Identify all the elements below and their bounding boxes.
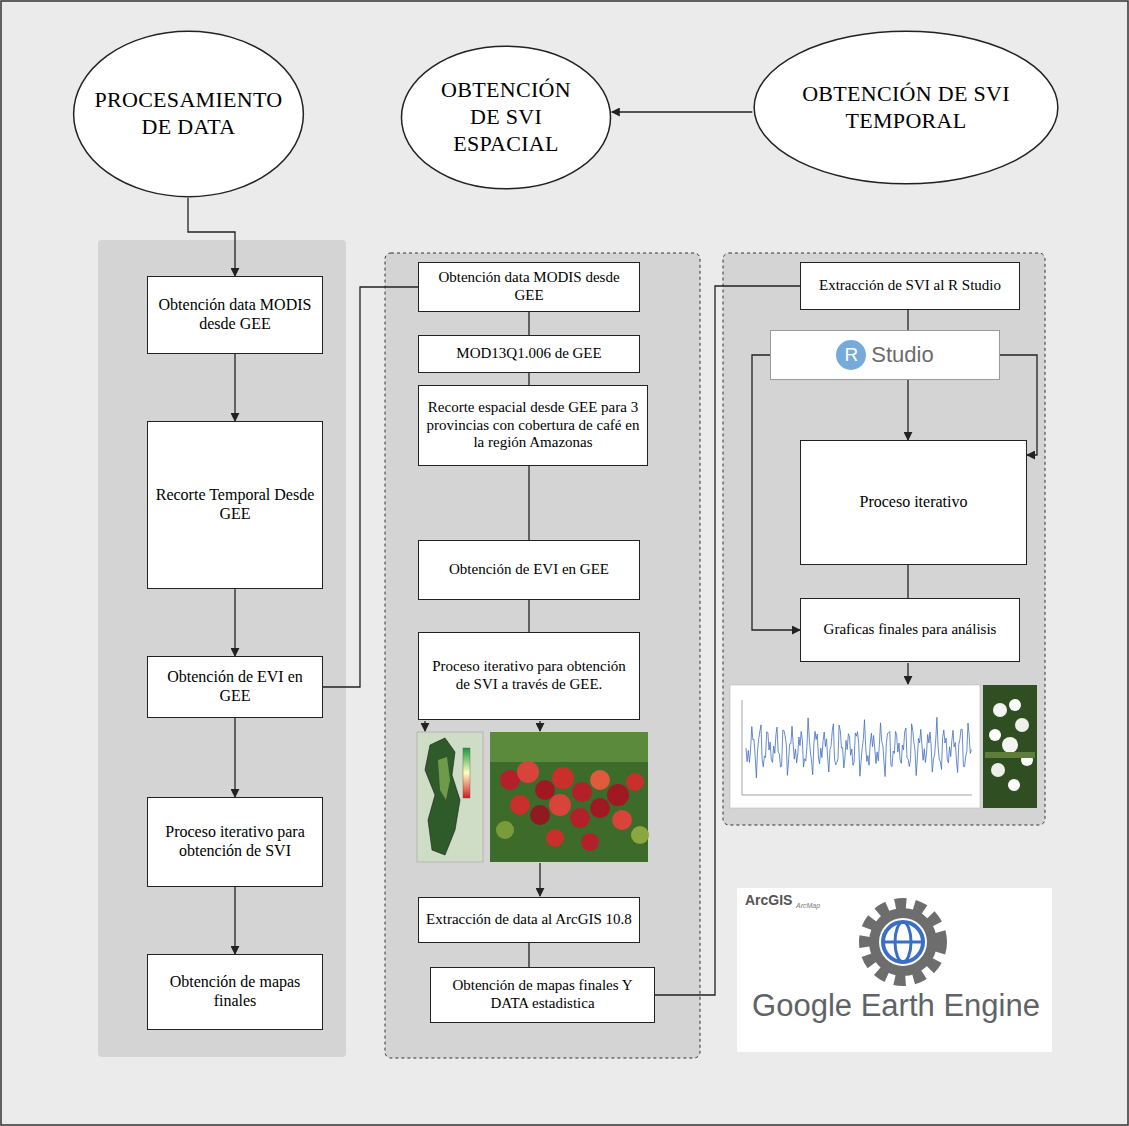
box-label: Obtención de EVI en GEE (153, 668, 317, 706)
text-wrap: OBTENCIÓN DE SVI TEMPORAL (776, 78, 1036, 138)
arrow-line (539, 863, 540, 896)
box-label: Graficas finales para análisis (806, 621, 1014, 639)
connector (907, 310, 908, 330)
process-box: Extracción de SVI al R Studio (800, 262, 1020, 310)
connector (234, 589, 235, 656)
logo-text: Google Earth Engine (748, 988, 1044, 1024)
box-label: Obtención de EVI en GEE (424, 561, 634, 579)
connector (234, 887, 235, 954)
terminal-label: OBTENCIÓN DE SVI TEMPORAL (781, 81, 1031, 135)
flower-photo (983, 685, 1037, 808)
connector (234, 354, 235, 421)
box-label: Proceso iterativo para obtención de SVI (153, 823, 317, 861)
box-label: Recorte Temporal Desde GEE (153, 486, 317, 524)
text-wrap: OBTENCIÓN DE SVI ESPACIAL (426, 74, 586, 160)
text-wrap: Obtención data MODIS desde GEE (148, 293, 322, 337)
oval-terminal: OBTENCIÓN DE SVI TEMPORAL (752, 30, 1060, 185)
software-logo-box: RStudio (770, 330, 1000, 380)
logo-text: ArcGIS (745, 892, 792, 908)
text-wrap: Graficas finales para análisis (801, 618, 1019, 642)
text-wrap: Obtención de EVI en GEE (419, 558, 639, 582)
connector (907, 380, 908, 440)
box-label: Obtención de mapas finales Y DATA estadi… (436, 977, 649, 1012)
connector (528, 943, 529, 967)
text-wrap: PROCESAMIENTO DE DATA (79, 84, 299, 144)
box-label: Studio (871, 342, 933, 368)
text-wrap: Recorte espacial desde GEE para 3 provin… (419, 396, 647, 455)
process-box: Obtención data MODIS desde GEE (147, 276, 323, 354)
connector (528, 600, 529, 632)
column-panel (385, 253, 700, 1058)
process-box: MOD13Q1.006 de GEE (418, 335, 640, 373)
text-wrap: MOD13Q1.006 de GEE (419, 342, 639, 366)
box-label: R (836, 340, 866, 370)
box-label: Extracción de SVI al R Studio (806, 277, 1014, 295)
text-wrap: Extracción de data al ArcGIS 10.8 (419, 908, 639, 932)
terminal-label: OBTENCIÓN DE SVI ESPACIAL (431, 77, 581, 157)
connector (907, 565, 908, 598)
column-panel (723, 253, 1045, 825)
map-picture (417, 732, 483, 862)
connector (528, 373, 529, 385)
process-box: Obtención de mapas finales Y DATA estadi… (430, 967, 655, 1023)
text-wrap: Proceso iterativo (801, 490, 1026, 515)
box-label: Proceso iterativo (806, 493, 1021, 512)
process-box: Extracción de data al ArcGIS 10.8 (418, 897, 640, 943)
process-box: Obtención de EVI en GEE (418, 540, 640, 600)
text-wrap: Proceso iterativo para obtención de SVI … (419, 655, 639, 696)
connector (323, 287, 418, 687)
text-wrap: Obtención data MODIS desde GEE (419, 266, 639, 307)
column-panel (98, 240, 346, 1057)
connector (234, 718, 235, 797)
box-label: Obtención data MODIS desde GEE (424, 269, 634, 304)
process-box: Proceso iterativo para obtención de SVI … (418, 632, 640, 720)
process-box: Recorte espacial desde GEE para 3 provin… (418, 385, 648, 466)
process-box: Proceso iterativo para obtención de SVI (147, 797, 323, 887)
text-wrap: RStudio (771, 337, 999, 373)
earth-engine-logo (865, 904, 941, 980)
coffee-photo (490, 732, 649, 862)
box-label: Obtención data MODIS desde GEE (153, 296, 317, 334)
oval-terminal: PROCESAMIENTO DE DATA (72, 30, 305, 198)
process-box: Proceso iterativo (800, 440, 1027, 565)
process-box: Graficas finales para análisis (800, 598, 1020, 662)
logo-text: ArcMap (796, 902, 820, 909)
text-wrap: Extracción de SVI al R Studio (801, 274, 1019, 298)
process-box: Obtención de EVI en GEE (147, 656, 323, 718)
box-label: MOD13Q1.006 de GEE (424, 345, 634, 363)
text-wrap: Obtención de mapas finales Y DATA estadi… (431, 974, 654, 1015)
process-box: Recorte Temporal Desde GEE (147, 421, 323, 589)
connector (655, 286, 800, 995)
logo-panel (737, 888, 1052, 1052)
connector (752, 355, 800, 630)
process-box: Obtención data MODIS desde GEE (418, 262, 640, 312)
text-wrap: Proceso iterativo para obtención de SVI (148, 820, 322, 864)
connector (612, 111, 753, 112)
box-label: Proceso iterativo para obtención de SVI … (424, 658, 634, 693)
text-wrap: Obtención de mapas finales (148, 970, 322, 1014)
arrow-line (539, 721, 540, 731)
connector (528, 466, 529, 540)
arrow-line (907, 663, 908, 684)
text-wrap: Recorte Temporal Desde GEE (148, 483, 322, 527)
arrow-line (424, 721, 425, 731)
box-label: Extracción de data al ArcGIS 10.8 (424, 911, 634, 929)
connector (188, 198, 235, 276)
text-wrap: Obtención de EVI en GEE (148, 665, 322, 709)
box-label: Recorte espacial desde GEE para 3 provin… (424, 399, 642, 452)
connector (528, 312, 529, 335)
chart-picture (730, 685, 980, 808)
terminal-label: PROCESAMIENTO DE DATA (84, 87, 294, 141)
oval-terminal: OBTENCIÓN DE SVI ESPACIAL (400, 45, 612, 190)
process-box: Obtención de mapas finales (147, 954, 323, 1030)
box-label: Obtención de mapas finales (153, 973, 317, 1011)
